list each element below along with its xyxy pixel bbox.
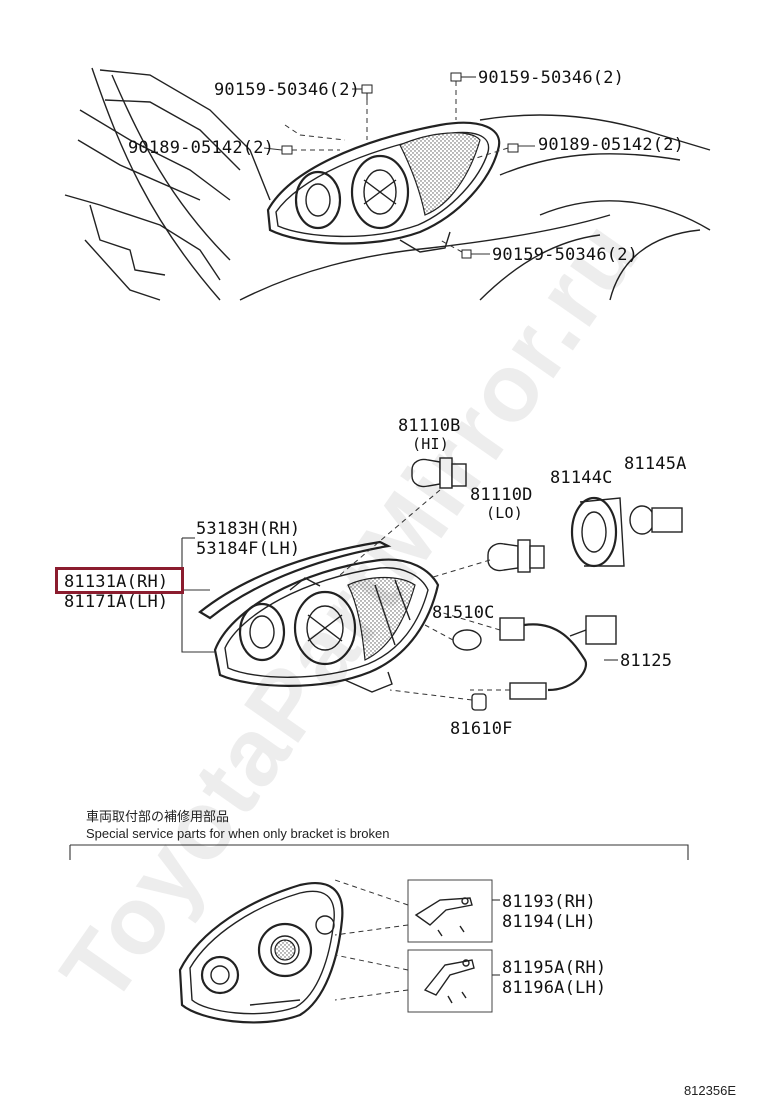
selected-part-highlight	[55, 567, 184, 594]
bracket-callout-2	[334, 949, 500, 1013]
vehicle-front-body	[64, 67, 711, 301]
part-note-hi: (HI)	[412, 435, 449, 453]
fastener-label[interactable]: 90189-05142(2)	[538, 135, 685, 155]
bottom-headlamp-unit	[178, 882, 344, 1024]
fastener-label[interactable]: 90159-50346(2)	[478, 68, 625, 88]
part-label-cap[interactable]: 81510C	[432, 603, 495, 623]
fastener-label[interactable]: 90159-50346(2)	[492, 245, 639, 265]
fastener-label[interactable]: 90159-50346(2)	[214, 80, 361, 100]
socket-ring	[570, 496, 625, 568]
part-note-lo: (LO)	[486, 504, 523, 522]
bracket-callout-1	[334, 879, 500, 943]
part-label-bracket2-rh[interactable]: 81195A(RH)	[502, 958, 607, 978]
small-bulb	[389, 689, 487, 711]
part-label-socket-ring[interactable]: 81144C	[550, 468, 613, 488]
top-fasteners	[263, 72, 535, 259]
service-title-en: Special service parts for when only brac…	[86, 826, 390, 841]
cap	[424, 624, 482, 651]
fastener-label[interactable]: 90189-05142(2)	[128, 138, 275, 158]
part-label-unit-rh[interactable]: 81131A(RH)	[64, 572, 169, 592]
part-label-socket-bulb[interactable]: 81145A	[624, 454, 687, 474]
bulb-lo	[429, 539, 545, 579]
service-title-jp: 車両取付部の補修用部品	[86, 809, 230, 824]
part-label-bracket1-lh[interactable]: 81194(LH)	[502, 912, 596, 932]
socket-bulb	[629, 505, 683, 535]
part-label-unit-lh[interactable]: 81171A(LH)	[64, 592, 169, 612]
part-label-seal-rh[interactable]: 53183H(RH)	[196, 519, 301, 539]
part-label-wire[interactable]: 81125	[620, 651, 673, 671]
part-label-bracket1-rh[interactable]: 81193(RH)	[502, 892, 596, 912]
wire-harness	[439, 611, 618, 700]
seal-strip	[198, 540, 392, 620]
part-label-small-bulb[interactable]: 81610F	[450, 719, 513, 739]
diagram-code: 812356E	[683, 1083, 736, 1098]
part-label-bulb-hi[interactable]: 81110B	[398, 416, 461, 436]
part-label-bulb-lo[interactable]: 81110D	[470, 485, 533, 505]
main-headlamp-unit	[213, 558, 440, 693]
top-headlamp-unit	[266, 121, 501, 253]
part-label-seal-lh[interactable]: 53184F(LH)	[196, 539, 301, 559]
bulb-hi	[339, 457, 467, 576]
part-label-bracket2-lh[interactable]: 81196A(LH)	[502, 978, 607, 998]
service-box-frame	[69, 844, 689, 860]
